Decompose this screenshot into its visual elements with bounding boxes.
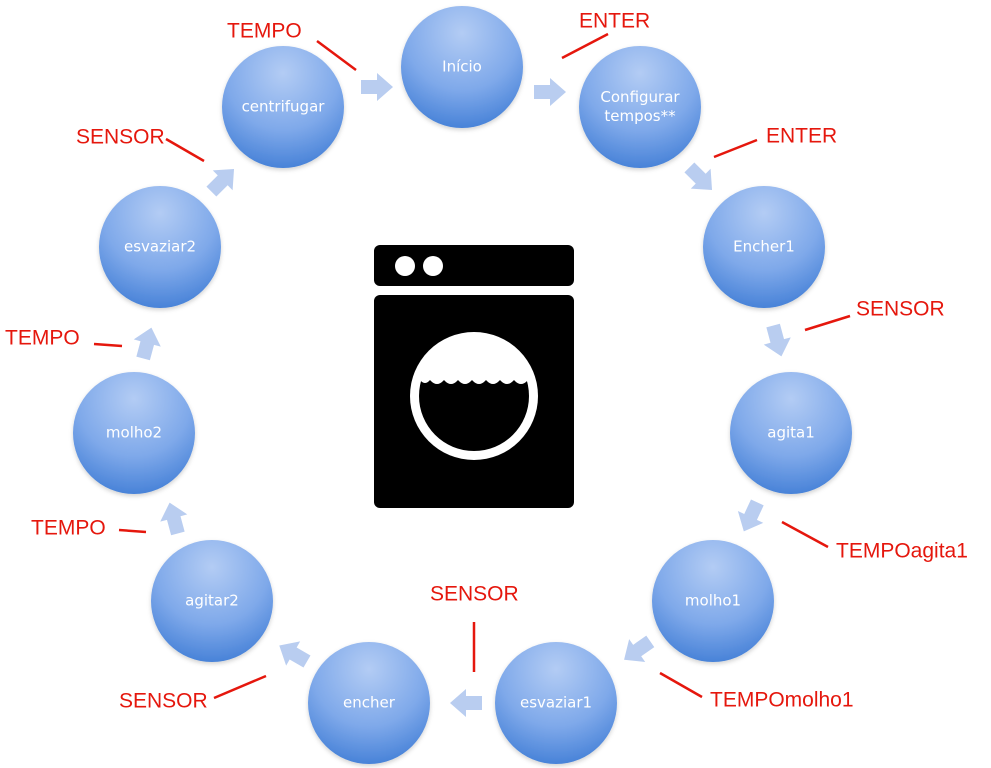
- state-node-agita1: agita1: [730, 372, 852, 494]
- state-label: molho2: [106, 424, 162, 442]
- trigger-leader-tempo-agita1: [781, 520, 829, 549]
- state-label: agita1: [767, 424, 815, 442]
- state-node-molho2: molho2: [73, 372, 195, 494]
- trigger-label-tempo-1: TEMPO: [31, 517, 106, 540]
- state-node-molho1: molho1: [652, 540, 774, 662]
- state-circle: [703, 186, 825, 308]
- trigger-leader-sensor-3: [213, 674, 267, 700]
- transition-arrow-11: [206, 168, 235, 197]
- trigger-leader-enter-1: [561, 32, 609, 60]
- trigger-label-tempo-molho1: TEMPOmolho1: [710, 689, 854, 712]
- state-circle: [401, 6, 523, 128]
- state-node-inicio: Início: [401, 6, 523, 128]
- trigger-leader-tempo-1: [118, 528, 147, 534]
- trigger-leader-tempo-2: [93, 342, 123, 348]
- transition-arrow-3: [684, 162, 713, 191]
- state-circle: [730, 372, 852, 494]
- trigger-label-sensor-1: SENSOR: [856, 298, 945, 321]
- state-label: esvaziar2: [124, 238, 196, 256]
- transition-arrow-6: [624, 635, 655, 663]
- state-label: encher: [343, 694, 396, 712]
- state-circle: [99, 186, 221, 308]
- trigger-label-tempo-agita1: TEMPOagita1: [836, 540, 968, 563]
- trigger-leader-enter-2: [713, 138, 758, 159]
- transition-arrow-7: [450, 689, 482, 717]
- state-node-encher: encher: [308, 642, 430, 764]
- state-node-centrifugar: centrifugar: [222, 46, 344, 168]
- state-node-encher1: Encher1: [703, 186, 825, 308]
- state-circle: [222, 46, 344, 168]
- state-label: molho1: [685, 592, 741, 610]
- trigger-label-tempo-3: TEMPO: [227, 20, 302, 43]
- state-node-agitar2: agitar2: [151, 540, 273, 662]
- trigger-leader-sensor-1: [804, 314, 851, 332]
- trigger-label-sensor-2: SENSOR: [430, 583, 519, 606]
- state-circle: [308, 642, 430, 764]
- washing-machine-icon: [374, 245, 574, 508]
- trigger-leader-sensor-4: [165, 137, 205, 163]
- state-label: centrifugar: [242, 98, 326, 116]
- transition-arrow-8: [279, 641, 311, 668]
- transition-arrow-10: [133, 327, 161, 361]
- state-circle: [579, 46, 701, 168]
- state-label: tempos**: [604, 107, 676, 125]
- transition-arrow-1: [361, 73, 393, 101]
- trigger-labels: ENTERENTERSENSORTEMPOagita1TEMPOmolho1SE…: [5, 10, 968, 713]
- state-node-esvaziar2: esvaziar2: [99, 186, 221, 308]
- state-circle: [652, 540, 774, 662]
- transition-arrow-9: [160, 502, 188, 536]
- trigger-leader-tempo-3: [316, 39, 357, 72]
- state-label: agitar2: [185, 592, 239, 610]
- state-circle: [151, 540, 273, 662]
- state-label: Configurar: [600, 88, 680, 106]
- state-label: Início: [442, 58, 482, 76]
- state-label: esvaziar1: [520, 694, 592, 712]
- transition-arrow-2: [534, 78, 566, 106]
- state-circle: [495, 642, 617, 764]
- transition-arrow-4: [763, 323, 791, 357]
- state-label: Encher1: [733, 238, 795, 256]
- trigger-leader-lines: [93, 32, 851, 700]
- state-circle: [73, 372, 195, 494]
- state-nodes: InícioConfigurartempos**Encher1agita1mol…: [73, 6, 852, 764]
- transition-arrow-5: [737, 499, 764, 532]
- trigger-leader-tempo-molho1: [659, 671, 703, 699]
- state-node-esvaziar1: esvaziar1: [495, 642, 617, 764]
- trigger-label-enter-1: ENTER: [579, 10, 650, 33]
- transition-arrows: [133, 73, 791, 717]
- trigger-label-tempo-2: TEMPO: [5, 327, 80, 350]
- trigger-label-sensor-3: SENSOR: [119, 690, 208, 713]
- trigger-label-sensor-4: SENSOR: [76, 126, 165, 149]
- trigger-label-enter-2: ENTER: [766, 125, 837, 148]
